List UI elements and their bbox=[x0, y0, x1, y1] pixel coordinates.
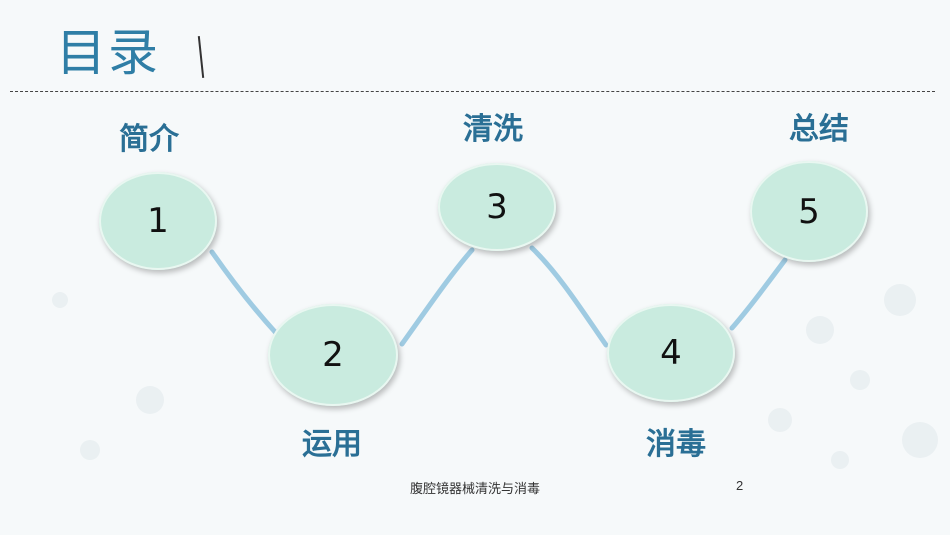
step-circle-2[interactable]: 2 bbox=[268, 304, 398, 406]
step-label-2: 运用 bbox=[302, 427, 362, 462]
step-number-4: 4 bbox=[660, 333, 682, 373]
step-circle-4[interactable]: 4 bbox=[607, 304, 735, 402]
step-label-3: 清洗 bbox=[463, 112, 523, 147]
step-label-4: 消毒 bbox=[646, 427, 706, 462]
page-number: 2 bbox=[736, 478, 744, 493]
connector-1-2 bbox=[209, 249, 279, 336]
step-number-1: 1 bbox=[147, 201, 169, 241]
step-number-3: 3 bbox=[486, 187, 508, 227]
step-number-2: 2 bbox=[322, 335, 344, 375]
connector-2-3 bbox=[399, 247, 475, 347]
step-circle-1[interactable]: 1 bbox=[99, 172, 217, 270]
footer-text: 腹腔镜器械清洗与消毒 bbox=[410, 482, 541, 497]
connector-3-4 bbox=[529, 245, 609, 348]
title-divider bbox=[10, 91, 935, 92]
page-title: 目录 bbox=[56, 24, 160, 82]
step-label-1: 简介 bbox=[119, 122, 179, 157]
connector-4-5 bbox=[729, 257, 788, 331]
step-number-5: 5 bbox=[798, 191, 820, 232]
step-circle-5[interactable]: 5 bbox=[750, 161, 868, 262]
step-label-5: 总结 bbox=[789, 112, 849, 147]
step-circle-3[interactable]: 3 bbox=[438, 163, 556, 251]
